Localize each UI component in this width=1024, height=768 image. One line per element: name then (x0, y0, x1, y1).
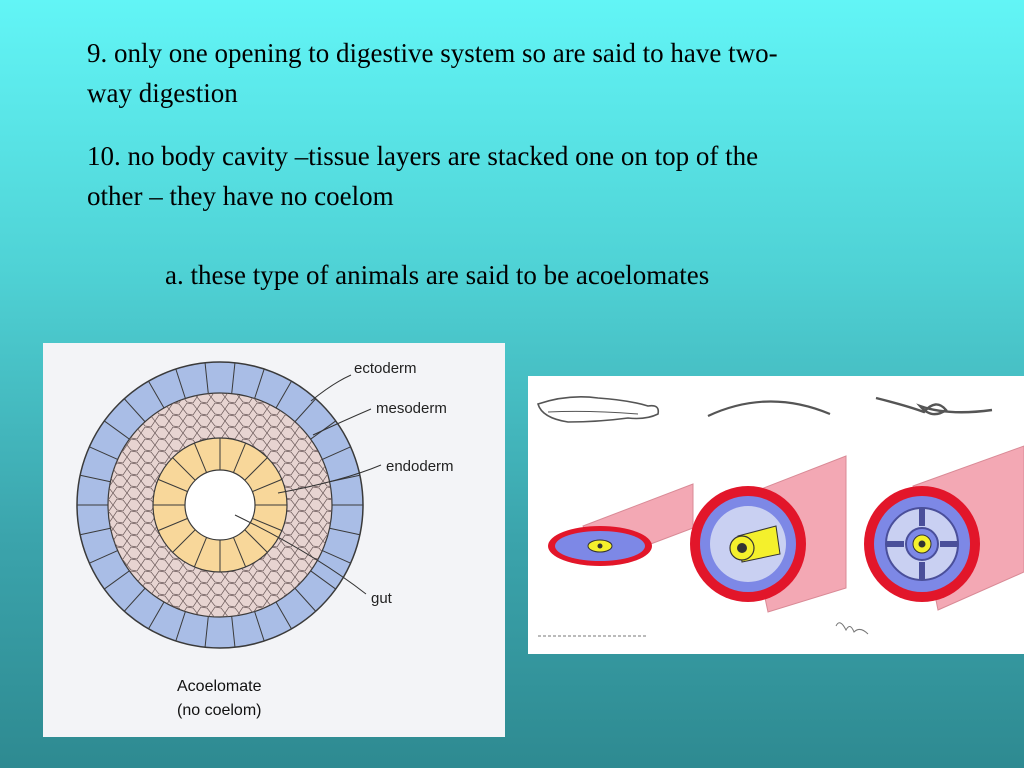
ectoderm-cell-wall (204, 616, 209, 648)
caption-no-coelom: (no coelom) (177, 702, 261, 719)
gut-cavity (184, 469, 256, 541)
point-9-line-1: 9. only one opening to digestive system … (87, 38, 778, 68)
endoderm-cell-wall (244, 457, 268, 481)
ectoderm-cell-wall (294, 398, 317, 423)
endoderm-cell-wall (172, 529, 196, 553)
ectoderm-cell-wall (204, 362, 209, 394)
label-gut: gut (371, 590, 393, 607)
ectoderm-cell-wall (123, 398, 146, 423)
acoelomate-cylinder (548, 483, 694, 566)
ectoderm-cell-wall (104, 420, 130, 440)
ectoderm-cell-wall (275, 601, 292, 630)
ectoderm-cell-wall (175, 611, 186, 642)
ectoderm-cell-wall (254, 611, 265, 642)
body-plan-comparison-illustration (528, 376, 1024, 654)
ectoderm-cell-wall (231, 362, 236, 394)
ectoderm-cell-wall (123, 587, 146, 612)
roundworm-silhouette (707, 400, 831, 417)
pseudocoelomate-cylinder (690, 455, 847, 613)
ectoderm-cell-wall (104, 570, 130, 590)
endoderm-cell-wall (193, 442, 208, 473)
germ-layer-rings (76, 361, 364, 649)
label-ectoderm: ectoderm (354, 360, 417, 377)
ectoderm-cell-wall (148, 601, 165, 630)
ectoderm-cell-wall (80, 474, 111, 483)
endoderm-cell-wall (193, 537, 208, 568)
point-9-line-2: way digestion (87, 78, 238, 108)
ectoderm-cell-wall (322, 550, 351, 564)
endoderm-cell-wall (252, 517, 283, 532)
earthworm-silhouette (875, 396, 993, 416)
illustration-credit (538, 622, 869, 637)
label-mesoderm: mesoderm (376, 400, 447, 417)
ectoderm-cell-wall (80, 527, 111, 536)
ectoderm-cell-wall (275, 380, 292, 409)
ectoderm-cell-wall (231, 616, 236, 648)
ectoderm-cell-wall (322, 446, 351, 460)
flatworm-silhouette (537, 396, 660, 423)
ectoderm-cell-wall (329, 527, 360, 536)
endoderm-cell-wall (232, 537, 247, 568)
ectoderm-cell-wall (89, 446, 118, 460)
point-10-line-2: other – they have no coelom (87, 181, 394, 211)
endoderm-cell-wall (157, 478, 188, 493)
label-endoderm: endoderm (386, 458, 454, 475)
caption-acoelomate: Acoelomate (177, 678, 262, 695)
ectoderm-cell-wall (294, 587, 317, 612)
point-a: a. these type of animals are said to be … (165, 260, 710, 290)
endoderm-cell-wall (172, 457, 196, 481)
endoderm-cell-wall (244, 529, 268, 553)
acoelomate-cross-section-diagram: ectoderm mesoderm endoderm gut Acoelomat… (43, 343, 505, 737)
ectoderm-cell-wall (254, 368, 265, 399)
ectoderm-cell-wall (148, 380, 165, 409)
endoderm-cell-wall (157, 517, 188, 532)
ectoderm-cell-wall (175, 368, 186, 399)
label-leaders (234, 374, 382, 595)
point-10-line-1: 10. no body cavity –tissue layers are st… (87, 141, 759, 171)
ectoderm-cell-wall (310, 570, 336, 590)
ectoderm-cell-wall (89, 550, 118, 564)
endoderm-cell-wall (232, 442, 247, 473)
endoderm-cell-wall (252, 478, 283, 493)
coelomate-cylinder (864, 445, 1024, 611)
